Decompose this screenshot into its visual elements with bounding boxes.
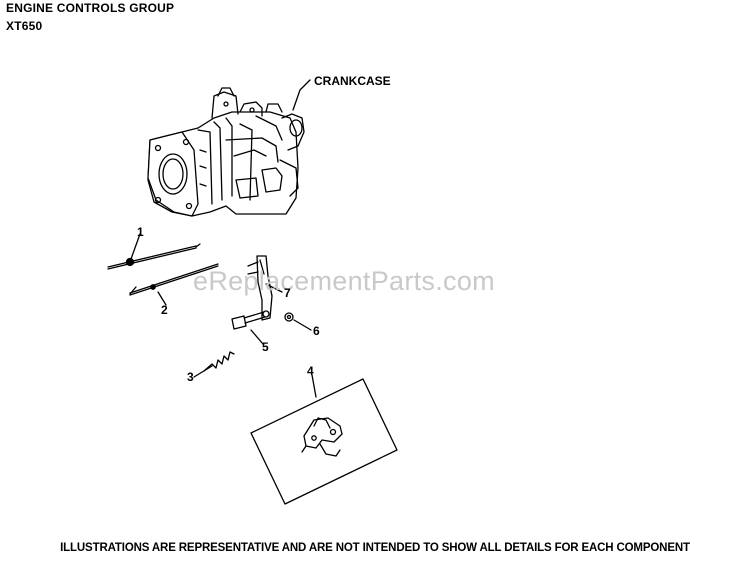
link-rod-2[interactable] [129, 263, 219, 296]
callout-2: 2 [161, 303, 168, 317]
governor-lever-7[interactable] [247, 255, 273, 321]
model-number: XT650 [6, 19, 43, 33]
callout-3: 3 [187, 370, 194, 384]
spring-3[interactable] [203, 351, 235, 372]
leader-6 [293, 319, 312, 331]
leader-7 [265, 283, 283, 293]
nut-6[interactable] [284, 312, 294, 322]
callout-1: 1 [137, 225, 144, 239]
leader-4 [311, 374, 317, 398]
callout-6: 6 [313, 324, 320, 338]
crankcase-label: CRANKCASE [314, 74, 391, 88]
footer-disclaimer: ILLUSTRATIONS ARE REPRESENTATIVE AND ARE… [60, 542, 690, 554]
bolt-5[interactable] [231, 311, 266, 330]
callout-7: 7 [284, 286, 291, 300]
leader-3 [193, 365, 213, 378]
crankcase-part[interactable] [147, 87, 305, 217]
diagram-title: ENGINE CONTROLS GROUP [6, 1, 175, 15]
callout-5: 5 [262, 340, 269, 354]
link-rod-1[interactable] [107, 243, 201, 270]
crankcase-leader [292, 79, 311, 111]
leader-5 [250, 329, 264, 345]
watermark: eReplacementParts.com [193, 266, 495, 296]
leader-2 [157, 291, 167, 306]
leader-1 [130, 233, 141, 260]
control-bracket-4[interactable] [250, 378, 398, 505]
callout-4: 4 [307, 364, 314, 378]
